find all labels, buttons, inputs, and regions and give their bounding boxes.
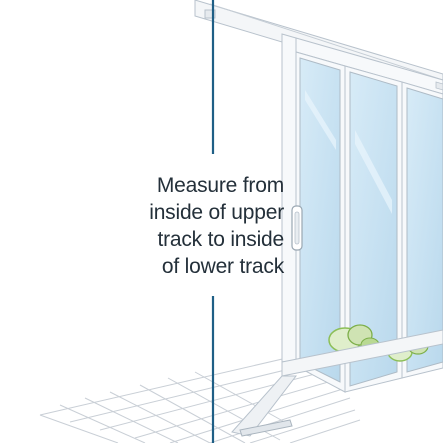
lower-track bbox=[231, 329, 443, 437]
caption-line-4: of lower track bbox=[161, 255, 284, 278]
sliding-panel-left bbox=[295, 51, 346, 393]
door-frame bbox=[281, 33, 443, 363]
caption-line-1: Measure from bbox=[156, 174, 284, 197]
caption-line-3: track to inside bbox=[157, 228, 284, 251]
caption-line-2: inside of upper bbox=[149, 201, 284, 224]
sliding-panel-middle bbox=[344, 65, 403, 393]
fixed-panel-right bbox=[401, 81, 443, 379]
door-handle bbox=[291, 205, 303, 251]
measurement-caption: Measure from inside of upper track to in… bbox=[112, 172, 284, 280]
